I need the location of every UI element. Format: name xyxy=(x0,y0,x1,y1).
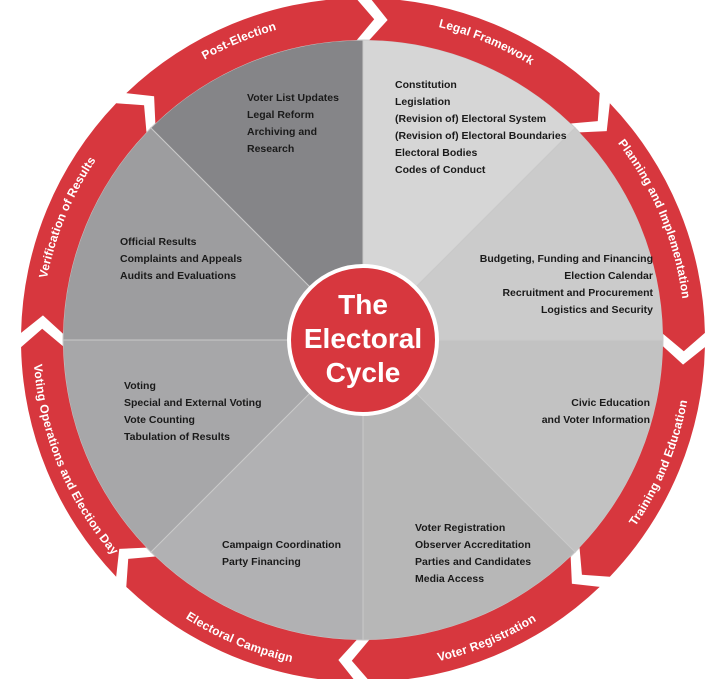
stage-item-voting-operations-and-election-day: Tabulation of Results xyxy=(124,431,230,443)
stage-item-post-election: Archiving and xyxy=(247,126,317,138)
ring-band-planning-and-implementation xyxy=(579,103,705,352)
center-circle xyxy=(287,264,439,416)
stage-item-legal-framework: (Revision of) Electoral System xyxy=(395,113,546,125)
stage-item-verification-of-results: Official Results xyxy=(120,236,197,248)
ring-band-training-and-education xyxy=(579,346,705,577)
stage-item-legal-framework: Legislation xyxy=(395,96,450,108)
segment-wedge-electoral-campaign xyxy=(150,338,364,641)
ring-band-legal-framework xyxy=(369,0,600,124)
segment-wedge-voter-registration xyxy=(362,338,576,641)
ring-band-post-election xyxy=(126,0,375,124)
stage-item-post-election: Research xyxy=(247,143,294,155)
stage-item-electoral-campaign: Campaign Coordination xyxy=(222,539,341,551)
segment-wedge-post-election xyxy=(150,39,364,342)
stage-item-verification-of-results: Audits and Evaluations xyxy=(120,270,236,282)
ring-band-electoral-campaign xyxy=(126,556,357,679)
ring-band-voter-registration xyxy=(351,556,600,679)
stage-item-voting-operations-and-election-day: Special and External Voting xyxy=(124,397,262,409)
stage-item-training-and-education: and Voter Information xyxy=(542,414,650,426)
stage-item-voting-operations-and-election-day: Vote Counting xyxy=(124,414,195,426)
stage-item-electoral-campaign: Party Financing xyxy=(222,556,301,568)
segment-wedge-verification-of-results xyxy=(62,127,365,341)
stage-item-voter-registration: Voter Registration xyxy=(415,522,505,534)
stage-item-planning-and-implementation: Logistics and Security xyxy=(541,304,653,316)
stage-item-verification-of-results: Complaints and Appeals xyxy=(120,253,242,265)
center-title-line-2: Electoral xyxy=(304,323,422,354)
stage-item-post-election: Voter List Updates xyxy=(247,92,339,104)
stage-item-voter-registration: Media Access xyxy=(415,573,484,585)
stage-item-voter-registration: Parties and Candidates xyxy=(415,556,531,568)
stage-item-planning-and-implementation: Recruitment and Procurement xyxy=(502,287,653,299)
stage-item-legal-framework: Electoral Bodies xyxy=(395,147,477,159)
segment-wedge-planning-and-implementation xyxy=(361,127,664,341)
segment-wedge-training-and-education xyxy=(361,339,664,553)
stage-item-training-and-education: Civic Education xyxy=(571,397,650,409)
center-circle-group: The Electoral Cycle xyxy=(287,264,439,416)
stage-item-planning-and-implementation: Budgeting, Funding and Financing xyxy=(480,253,653,265)
ring-band-verification-of-results xyxy=(21,103,147,334)
stage-item-post-election: Legal Reform xyxy=(247,109,314,121)
center-title-line-3: Cycle xyxy=(326,357,401,388)
stage-item-legal-framework: Codes of Conduct xyxy=(395,164,486,176)
segment-wedge-voting-operations-and-election-day xyxy=(62,339,365,553)
segment-wedge-legal-framework xyxy=(362,39,576,342)
ring-band-voting-operations-and-election-day xyxy=(21,328,147,577)
stage-item-legal-framework: (Revision of) Electoral Boundaries xyxy=(395,130,567,142)
segment-wedges xyxy=(62,39,664,641)
stage-item-planning-and-implementation: Election Calendar xyxy=(564,270,653,282)
center-title-line-1: The xyxy=(338,289,388,320)
stage-item-voter-registration: Observer Accreditation xyxy=(415,539,531,551)
stage-item-voting-operations-and-election-day: Voting xyxy=(124,380,156,392)
stage-item-legal-framework: Constitution xyxy=(395,79,457,91)
outer-ring xyxy=(21,0,705,679)
